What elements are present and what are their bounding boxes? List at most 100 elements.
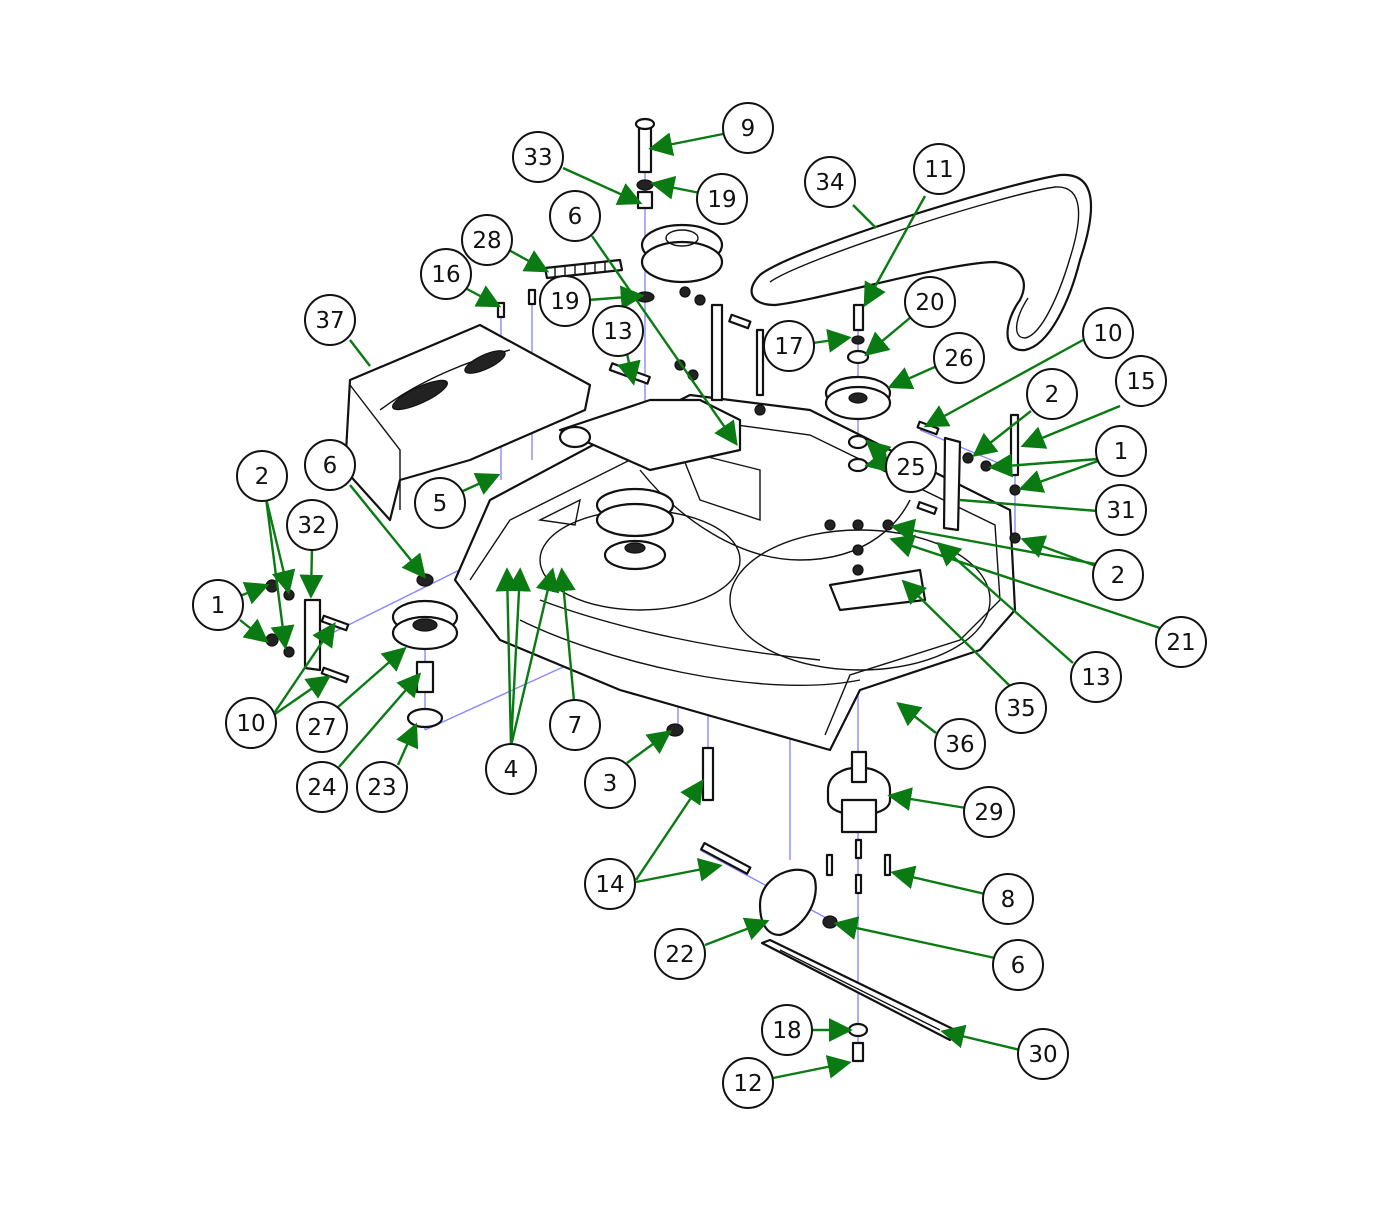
svg-text:11: 11 bbox=[924, 157, 953, 183]
right-bracket bbox=[916, 413, 1021, 544]
callout-25: 25 bbox=[885, 441, 937, 493]
top-hardware bbox=[496, 286, 766, 472]
callout-30: 30 bbox=[1017, 1028, 1069, 1080]
callout-2: 2 bbox=[1026, 368, 1078, 420]
callout-2: 2 bbox=[1092, 549, 1144, 601]
svg-text:34: 34 bbox=[815, 170, 844, 196]
svg-text:25: 25 bbox=[896, 455, 925, 481]
callout-34: 34 bbox=[804, 156, 856, 208]
svg-text:19: 19 bbox=[550, 289, 579, 315]
callout-6: 6 bbox=[992, 939, 1044, 991]
callout-10: 10 bbox=[1082, 307, 1134, 359]
svg-text:15: 15 bbox=[1126, 369, 1155, 395]
belt-cover bbox=[343, 323, 592, 522]
svg-text:9: 9 bbox=[741, 116, 756, 142]
svg-text:33: 33 bbox=[523, 145, 552, 171]
svg-text:30: 30 bbox=[1028, 1042, 1057, 1068]
callout-18: 18 bbox=[761, 1004, 813, 1056]
callout-8: 8 bbox=[982, 873, 1034, 925]
callout-3: 3 bbox=[584, 757, 636, 809]
drive-belt bbox=[750, 173, 1093, 352]
svg-text:16: 16 bbox=[431, 262, 460, 288]
svg-text:6: 6 bbox=[568, 204, 583, 230]
left-hardware bbox=[265, 573, 459, 729]
svg-text:2: 2 bbox=[1045, 382, 1060, 408]
svg-text:2: 2 bbox=[1111, 563, 1126, 589]
callout-6: 6 bbox=[304, 439, 356, 491]
callout-13: 13 bbox=[1070, 651, 1122, 703]
svg-text:24: 24 bbox=[307, 775, 336, 801]
callout-19: 19 bbox=[539, 275, 591, 327]
svg-text:10: 10 bbox=[1093, 321, 1122, 347]
svg-text:32: 32 bbox=[297, 513, 326, 539]
svg-text:21: 21 bbox=[1166, 630, 1195, 656]
svg-text:13: 13 bbox=[1081, 665, 1110, 691]
svg-text:22: 22 bbox=[665, 942, 694, 968]
callout-7: 7 bbox=[549, 699, 601, 751]
callout-24: 24 bbox=[296, 761, 348, 813]
svg-text:8: 8 bbox=[1001, 887, 1016, 913]
callout-35: 35 bbox=[995, 682, 1047, 734]
callout-21: 21 bbox=[1155, 616, 1207, 668]
right-pulley-stack bbox=[824, 303, 927, 612]
callout-11: 11 bbox=[913, 143, 965, 195]
svg-text:37: 37 bbox=[315, 308, 344, 334]
svg-text:36: 36 bbox=[945, 732, 974, 758]
callout-37: 37 bbox=[304, 294, 356, 346]
svg-text:26: 26 bbox=[944, 346, 973, 372]
callout-27: 27 bbox=[296, 701, 348, 753]
svg-text:29: 29 bbox=[974, 800, 1003, 826]
callout-29: 29 bbox=[963, 786, 1015, 838]
callout-31: 31 bbox=[1095, 484, 1147, 536]
svg-text:20: 20 bbox=[915, 290, 944, 316]
callout-2: 2 bbox=[236, 450, 288, 502]
svg-text:12: 12 bbox=[733, 1071, 762, 1097]
svg-text:1: 1 bbox=[1114, 439, 1129, 465]
svg-text:27: 27 bbox=[307, 715, 336, 741]
callout-9: 9 bbox=[722, 102, 774, 154]
callout-15: 15 bbox=[1115, 355, 1167, 407]
svg-text:2: 2 bbox=[255, 464, 270, 490]
callout-22: 22 bbox=[654, 928, 706, 980]
callout-14: 14 bbox=[584, 858, 636, 910]
callout-28: 28 bbox=[461, 214, 513, 266]
svg-text:3: 3 bbox=[603, 771, 618, 797]
callout-23: 23 bbox=[356, 761, 408, 813]
svg-text:35: 35 bbox=[1006, 696, 1035, 722]
svg-text:19: 19 bbox=[707, 187, 736, 213]
callout-4: 4 bbox=[485, 743, 537, 795]
tension-spring bbox=[543, 258, 624, 280]
callout-6: 6 bbox=[549, 190, 601, 242]
callout-16: 16 bbox=[420, 248, 472, 300]
callout-balloons: 9 33 19 34 11 6 28 16 19 20 10 37 13 17 … bbox=[192, 102, 1207, 1109]
svg-text:18: 18 bbox=[772, 1018, 801, 1044]
svg-text:14: 14 bbox=[595, 872, 624, 898]
callout-13: 13 bbox=[592, 305, 644, 357]
lower-hardware bbox=[666, 723, 957, 1063]
svg-text:23: 23 bbox=[367, 775, 396, 801]
svg-text:6: 6 bbox=[1011, 953, 1026, 979]
callout-19: 19 bbox=[696, 173, 748, 225]
svg-text:10: 10 bbox=[236, 711, 265, 737]
svg-text:4: 4 bbox=[504, 757, 519, 783]
idler-pulley-top bbox=[634, 117, 724, 303]
callout-26: 26 bbox=[933, 332, 985, 384]
svg-text:28: 28 bbox=[472, 228, 501, 254]
svg-text:6: 6 bbox=[323, 453, 338, 479]
callout-33: 33 bbox=[512, 131, 564, 183]
parts-layer bbox=[265, 117, 1093, 1063]
svg-text:31: 31 bbox=[1106, 498, 1135, 524]
callout-1: 1 bbox=[1095, 425, 1147, 477]
svg-text:7: 7 bbox=[568, 713, 583, 739]
svg-text:13: 13 bbox=[603, 319, 632, 345]
svg-text:17: 17 bbox=[774, 334, 803, 360]
callout-32: 32 bbox=[286, 499, 338, 551]
callout-20: 20 bbox=[904, 276, 956, 328]
left-spindle bbox=[595, 487, 675, 571]
leader-lines bbox=[239, 132, 1161, 1080]
callout-5: 5 bbox=[414, 477, 466, 529]
callout-36: 36 bbox=[934, 718, 986, 770]
svg-text:1: 1 bbox=[211, 593, 226, 619]
callout-12: 12 bbox=[722, 1057, 774, 1109]
